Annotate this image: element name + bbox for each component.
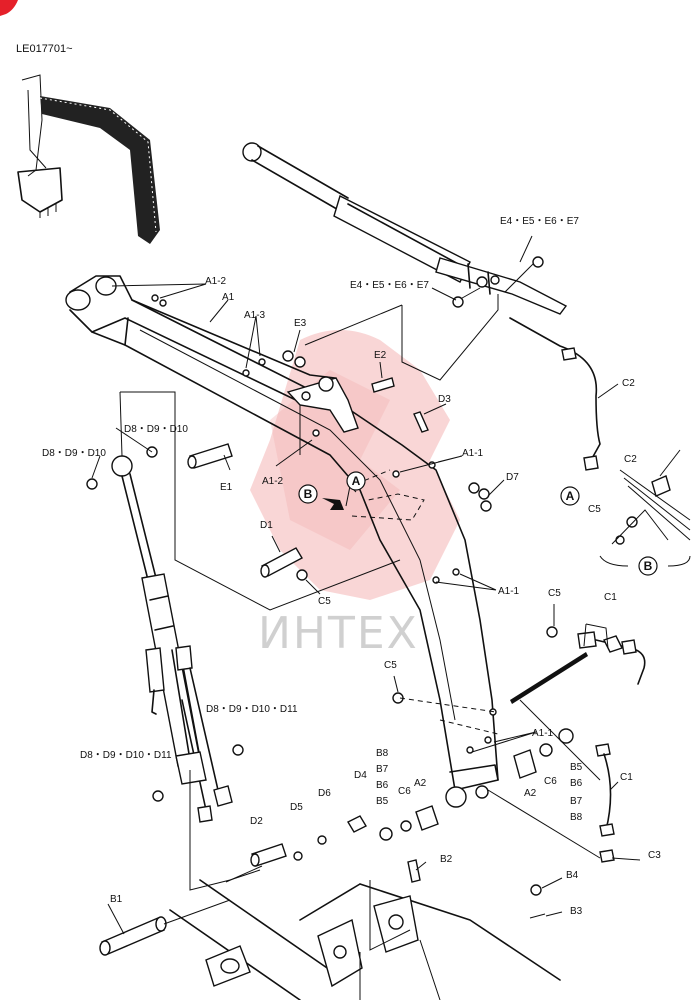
svg-text:B: B [304, 487, 313, 501]
label-d2: D2 [250, 816, 263, 827]
label-d1: D1 [260, 520, 273, 531]
label-e4-lower: E4・E5・E6・E7 [350, 280, 429, 291]
label-d4: D4 [354, 770, 367, 781]
callout-b-boom: B [298, 484, 318, 504]
label-b5-stack: B5 [376, 796, 389, 807]
label-d8-right-mid: D8・D9・D10・D11 [206, 704, 298, 715]
corner-mark [0, 0, 18, 16]
label-d7: D7 [506, 472, 519, 483]
label-c5-right: C5 [548, 588, 561, 599]
label-a2-right: A2 [524, 788, 537, 799]
hoses [509, 317, 646, 863]
part-labels: A1-2 A1 A1-3 E3 E2 D3 A1-1 D7 E1 A1-2 D1… [42, 216, 661, 917]
reference-code: LE017701~ [16, 43, 73, 55]
label-c5-mid: C5 [318, 596, 331, 607]
label-b6-stack: B6 [376, 780, 389, 791]
label-a1: A1 [222, 292, 235, 303]
label-a1-1-low: A1-1 [532, 728, 554, 739]
label-d6: D6 [318, 788, 331, 799]
label-d3: D3 [438, 394, 451, 405]
watermark-text: ИНТЕХ [258, 608, 419, 659]
svg-text:A: A [566, 489, 575, 503]
label-c3: C3 [648, 850, 661, 861]
label-c6-right: C6 [544, 776, 557, 787]
label-b6-r: B6 [570, 778, 583, 789]
callout-a-hose: A [560, 486, 580, 506]
label-b8-stack: B8 [376, 748, 389, 759]
boom-cylinder [111, 455, 233, 823]
label-c5-detail: C5 [588, 504, 601, 515]
callout-a-boom: A [346, 471, 366, 491]
label-e4-upper: E4・E5・E6・E7 [500, 216, 579, 227]
label-c1-low: C1 [620, 772, 633, 783]
label-a1-3: A1-3 [244, 310, 266, 321]
machine-thumbnail [17, 74, 160, 244]
label-a1-1-mid: A1-1 [498, 586, 520, 597]
label-a2-left: A2 [414, 778, 427, 789]
label-e1: E1 [220, 482, 233, 493]
boom-base [169, 879, 561, 1000]
label-b3: B3 [570, 906, 583, 917]
label-c2-main: C2 [622, 378, 635, 389]
label-a1-2-top: A1-2 [205, 276, 227, 287]
svg-text:B: B [644, 559, 653, 573]
label-d8-mid-top: D8・D9・D10 [124, 424, 188, 435]
arm-cylinder [242, 142, 568, 315]
label-c6-left: C6 [398, 786, 411, 797]
label-a1-2-mid: A1-2 [262, 476, 284, 487]
label-b7-stack: B7 [376, 764, 389, 775]
label-d5: D5 [290, 802, 303, 813]
watermark: ИНТЕХ [250, 330, 460, 659]
label-d8-left-top: D8・D9・D10 [42, 448, 106, 459]
label-d8-left-low: D8・D9・D10・D11 [80, 750, 172, 761]
label-c5-low: C5 [384, 660, 397, 671]
boom [65, 275, 499, 808]
detail-b [599, 449, 691, 567]
pins [99, 443, 303, 956]
label-b8-r: B8 [570, 812, 583, 823]
svg-text:A: A [352, 474, 361, 488]
label-b4: B4 [566, 870, 579, 881]
label-e3: E3 [294, 318, 307, 329]
label-e2: E2 [374, 350, 387, 361]
label-a1-1-top: A1-1 [462, 448, 484, 459]
label-c1-top: C1 [604, 592, 617, 603]
label-b2: B2 [440, 854, 453, 865]
label-c2-detail: C2 [624, 454, 637, 465]
label-b1: B1 [110, 894, 123, 905]
label-b7-r: B7 [570, 796, 583, 807]
label-b5-r: B5 [570, 762, 583, 773]
callout-b-detail: B [638, 556, 658, 576]
leader-lines [91, 235, 641, 951]
